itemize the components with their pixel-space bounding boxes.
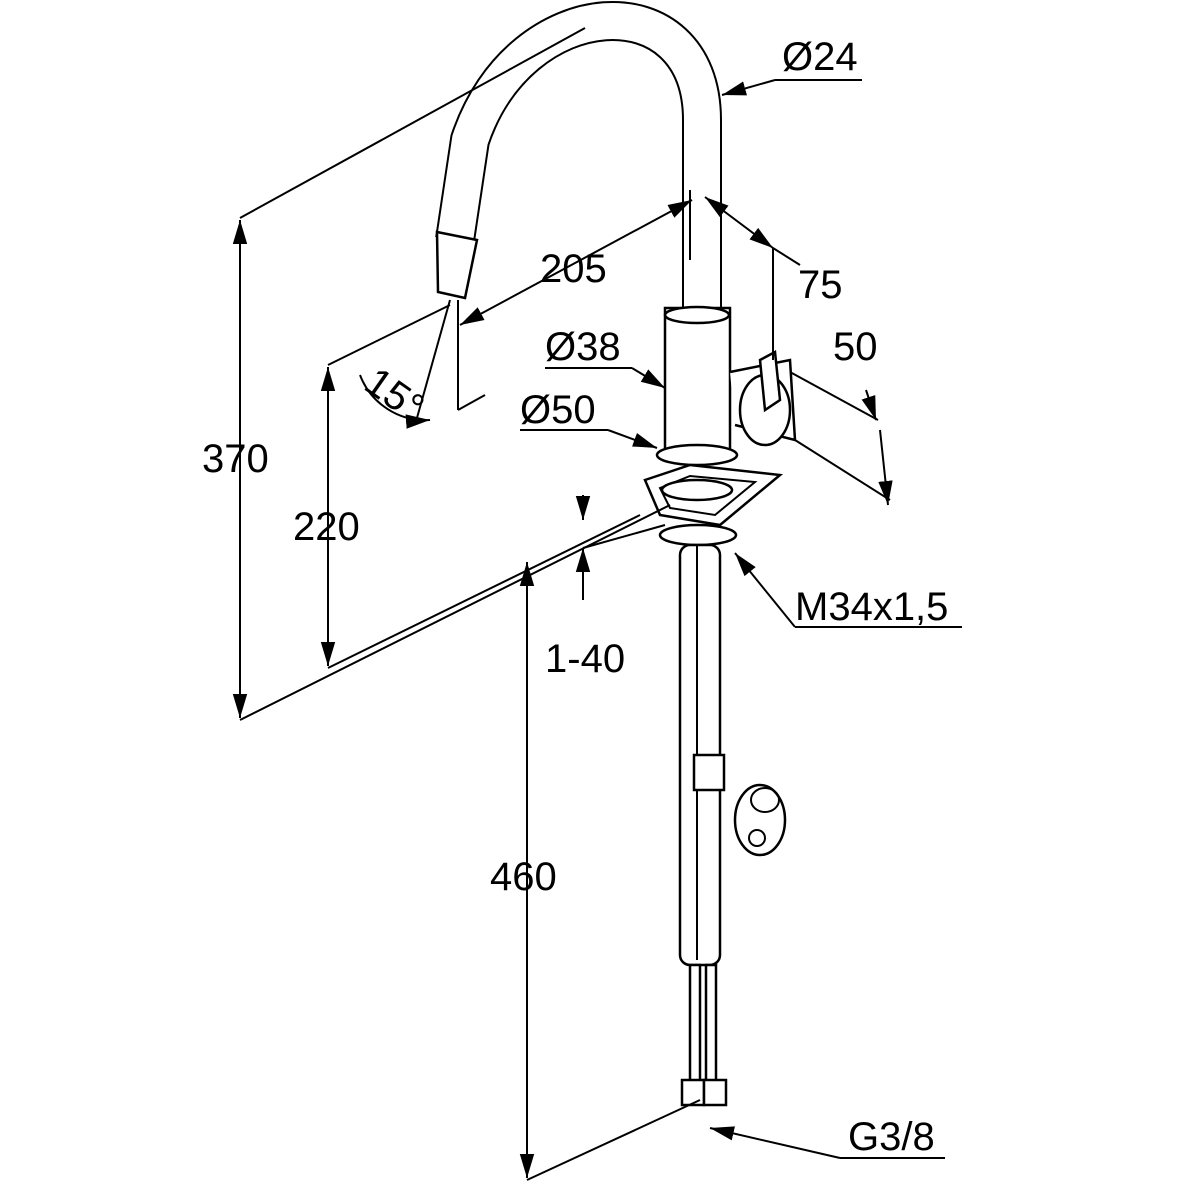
spout-reach-label: 205 [540, 247, 607, 291]
spout-diameter-label: Ø24 [782, 35, 858, 79]
spray-head [435, 230, 479, 300]
counter-thickness-label: 1-40 [545, 637, 625, 681]
connection-label: G3/8 [848, 1115, 935, 1159]
handle-offset-label: 75 [798, 263, 843, 307]
lever-icon [758, 350, 782, 413]
base-diameter-label: Ø50 [520, 388, 596, 432]
body-diameter-label: Ø38 [545, 325, 621, 369]
dimension-lines [232, 27, 962, 1181]
faucet-spout [435, 1, 722, 310]
thread-label: M34x1,5 [795, 585, 948, 629]
spout-height-label: 220 [293, 505, 360, 549]
handle-length-label: 50 [833, 325, 878, 369]
hoses [678, 543, 787, 1107]
faucet-body [643, 305, 797, 547]
hose-clip-icon [733, 783, 787, 857]
total-height-label: 370 [202, 437, 269, 481]
hose-nut [692, 753, 726, 792]
hose-length-label: 460 [490, 855, 557, 899]
